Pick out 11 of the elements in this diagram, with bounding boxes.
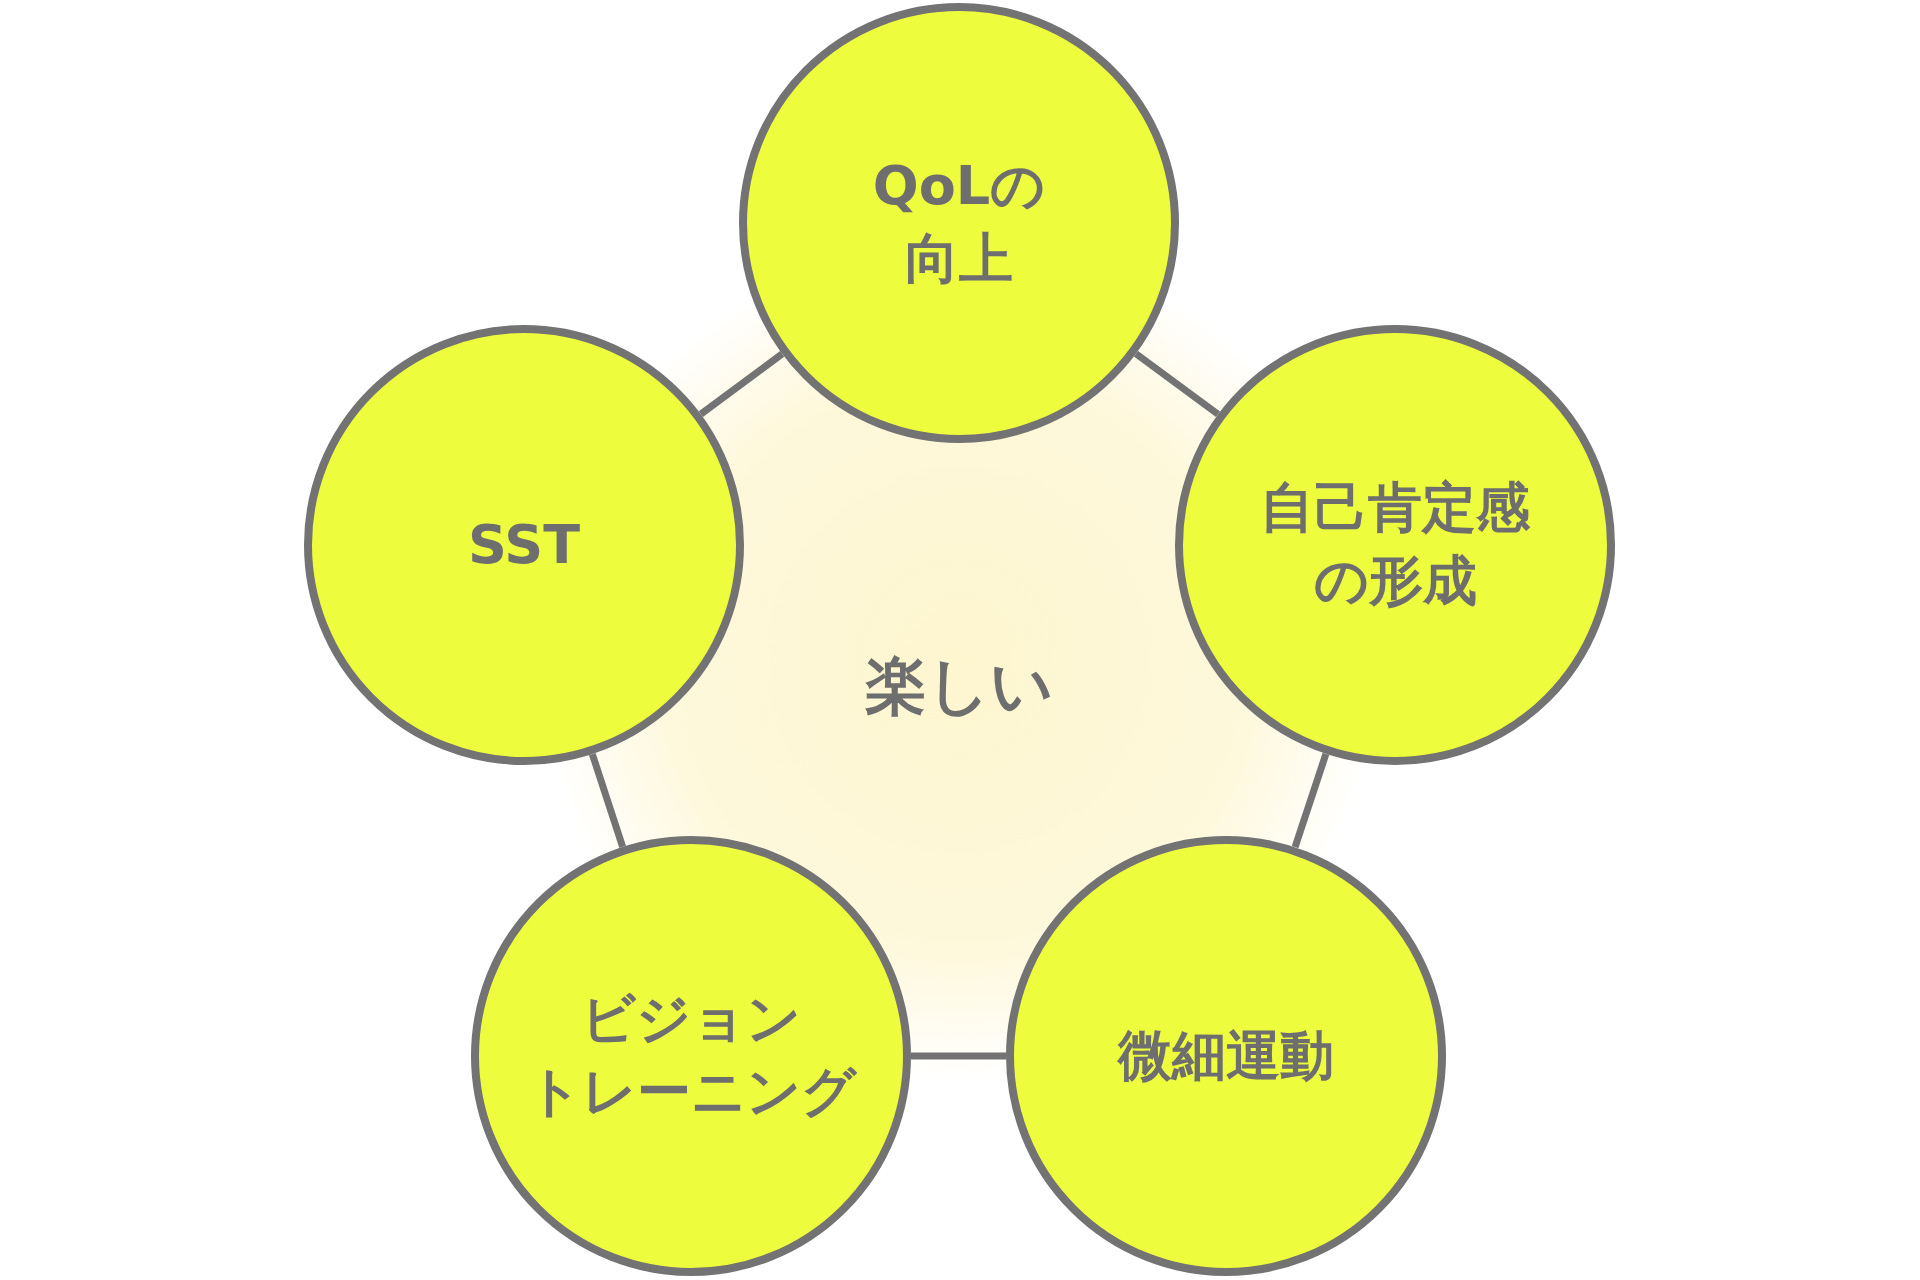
node-label: QoLの向上 xyxy=(872,153,1046,292)
node-label: SST xyxy=(467,511,581,578)
connector-line xyxy=(698,351,785,417)
connector-line xyxy=(1133,350,1221,418)
node-label: 微細運動 xyxy=(1118,1022,1334,1089)
center-label: 楽しい xyxy=(865,648,1053,724)
connector-line xyxy=(589,753,626,848)
node-label: 自己肯定感の形成 xyxy=(1260,475,1530,614)
connector-line xyxy=(911,1052,1006,1060)
connector-line xyxy=(1291,752,1330,849)
node-label: ビジョントレーニング xyxy=(526,986,856,1125)
